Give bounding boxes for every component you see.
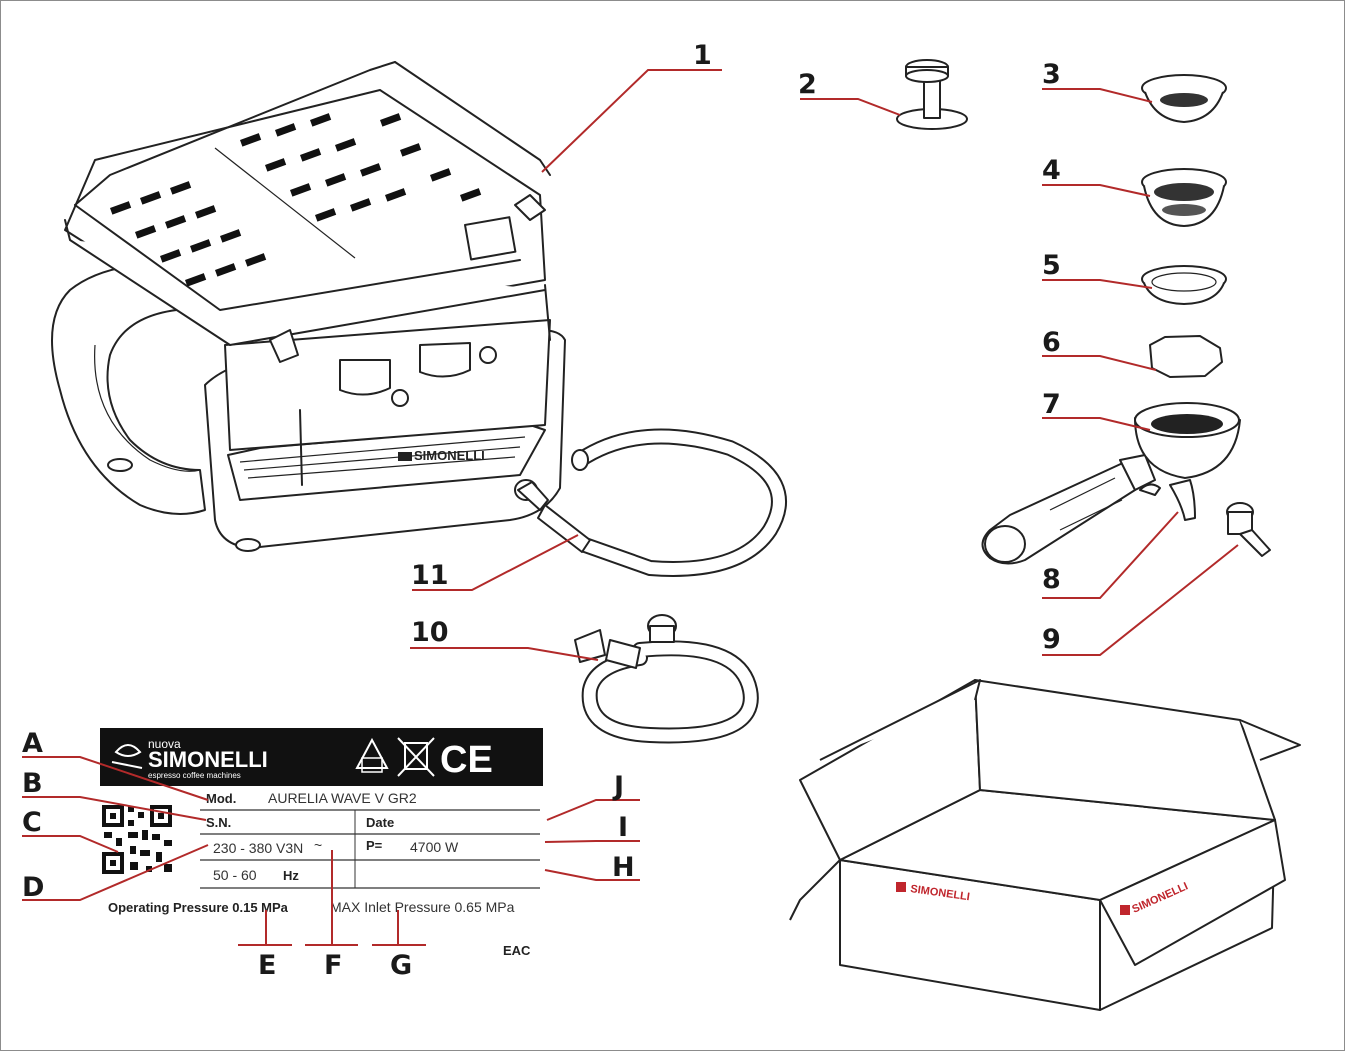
callout-3: 3 xyxy=(1042,59,1061,90)
power-value: 4700 W xyxy=(410,839,459,855)
callout-5: 5 xyxy=(1042,250,1061,281)
drain-hose xyxy=(514,428,787,577)
model-label: Mod. xyxy=(206,791,236,806)
frequency-unit: Hz xyxy=(283,868,299,883)
callout-6: 6 xyxy=(1042,327,1061,358)
frequency-value: 50 - 60 xyxy=(213,867,257,883)
model-value: AURELIA WAVE V GR2 xyxy=(268,790,417,806)
callout-1: 1 xyxy=(693,40,712,71)
callout-E: E xyxy=(258,950,276,981)
callout-B: B xyxy=(22,768,43,799)
callout-J: J xyxy=(612,771,624,802)
voltage-value: 230 - 380 V3N xyxy=(213,840,303,856)
power-label: P= xyxy=(366,838,383,853)
plate-brand-top: nuova xyxy=(148,737,181,751)
callout-H: H xyxy=(612,852,635,883)
leader-lines xyxy=(22,69,1239,946)
inlet-hose xyxy=(574,614,759,744)
filter-basket-single xyxy=(1141,74,1227,123)
callout-F: F xyxy=(324,950,342,981)
callout-A: A xyxy=(22,728,43,759)
tamper xyxy=(896,59,968,130)
plate-header xyxy=(100,728,543,786)
warning-icon xyxy=(355,737,389,769)
callout-I: I xyxy=(618,812,628,843)
espresso-machine: SIMONELLI xyxy=(51,61,566,552)
callout-9: 9 xyxy=(1042,624,1061,655)
plate-brand-name: SIMONELLI xyxy=(148,747,268,772)
callout-4: 4 xyxy=(1042,155,1061,186)
portafilter xyxy=(981,402,1241,565)
callout-2: 2 xyxy=(798,69,817,100)
callout-D: D xyxy=(22,872,44,903)
ce-mark: CE xyxy=(440,739,493,781)
callout-11: 11 xyxy=(411,560,449,591)
voltage-symbol: ~ xyxy=(314,837,322,853)
callout-10: 10 xyxy=(411,617,449,648)
operating-pressure: Operating Pressure 0.15 MPa xyxy=(108,900,289,915)
weee-bin-icon xyxy=(397,737,435,777)
single-spout xyxy=(1226,502,1271,557)
callout-7: 7 xyxy=(1042,389,1061,420)
machine-badge: SIMONELLI xyxy=(414,448,485,463)
packaging-box: SIMONELLI SIMONELLI xyxy=(789,679,1301,1011)
filter-basket-double xyxy=(1141,168,1227,227)
callout-8: 8 xyxy=(1042,564,1061,595)
serial-label: S.N. xyxy=(206,815,231,830)
date-label: Date xyxy=(366,815,394,830)
max-inlet-pressure: MAX Inlet Pressure 0.65 MPa xyxy=(330,899,515,915)
callout-labels: 1 2 3 4 5 6 7 8 9 10 11 A B C D E F G H … xyxy=(22,40,1061,981)
plate-brand-tagline: espresso coffee machines xyxy=(148,771,241,780)
filter-spring xyxy=(1149,335,1223,378)
brand-logo-icon xyxy=(114,744,142,757)
rating-plate: nuova SIMONELLI espresso coffee machines… xyxy=(100,728,543,958)
callout-C: C xyxy=(22,807,42,838)
blind-filter xyxy=(1141,265,1227,305)
eac-mark: EAC xyxy=(503,943,531,958)
qr-code-icon xyxy=(102,805,172,874)
callout-G: G xyxy=(390,950,412,981)
